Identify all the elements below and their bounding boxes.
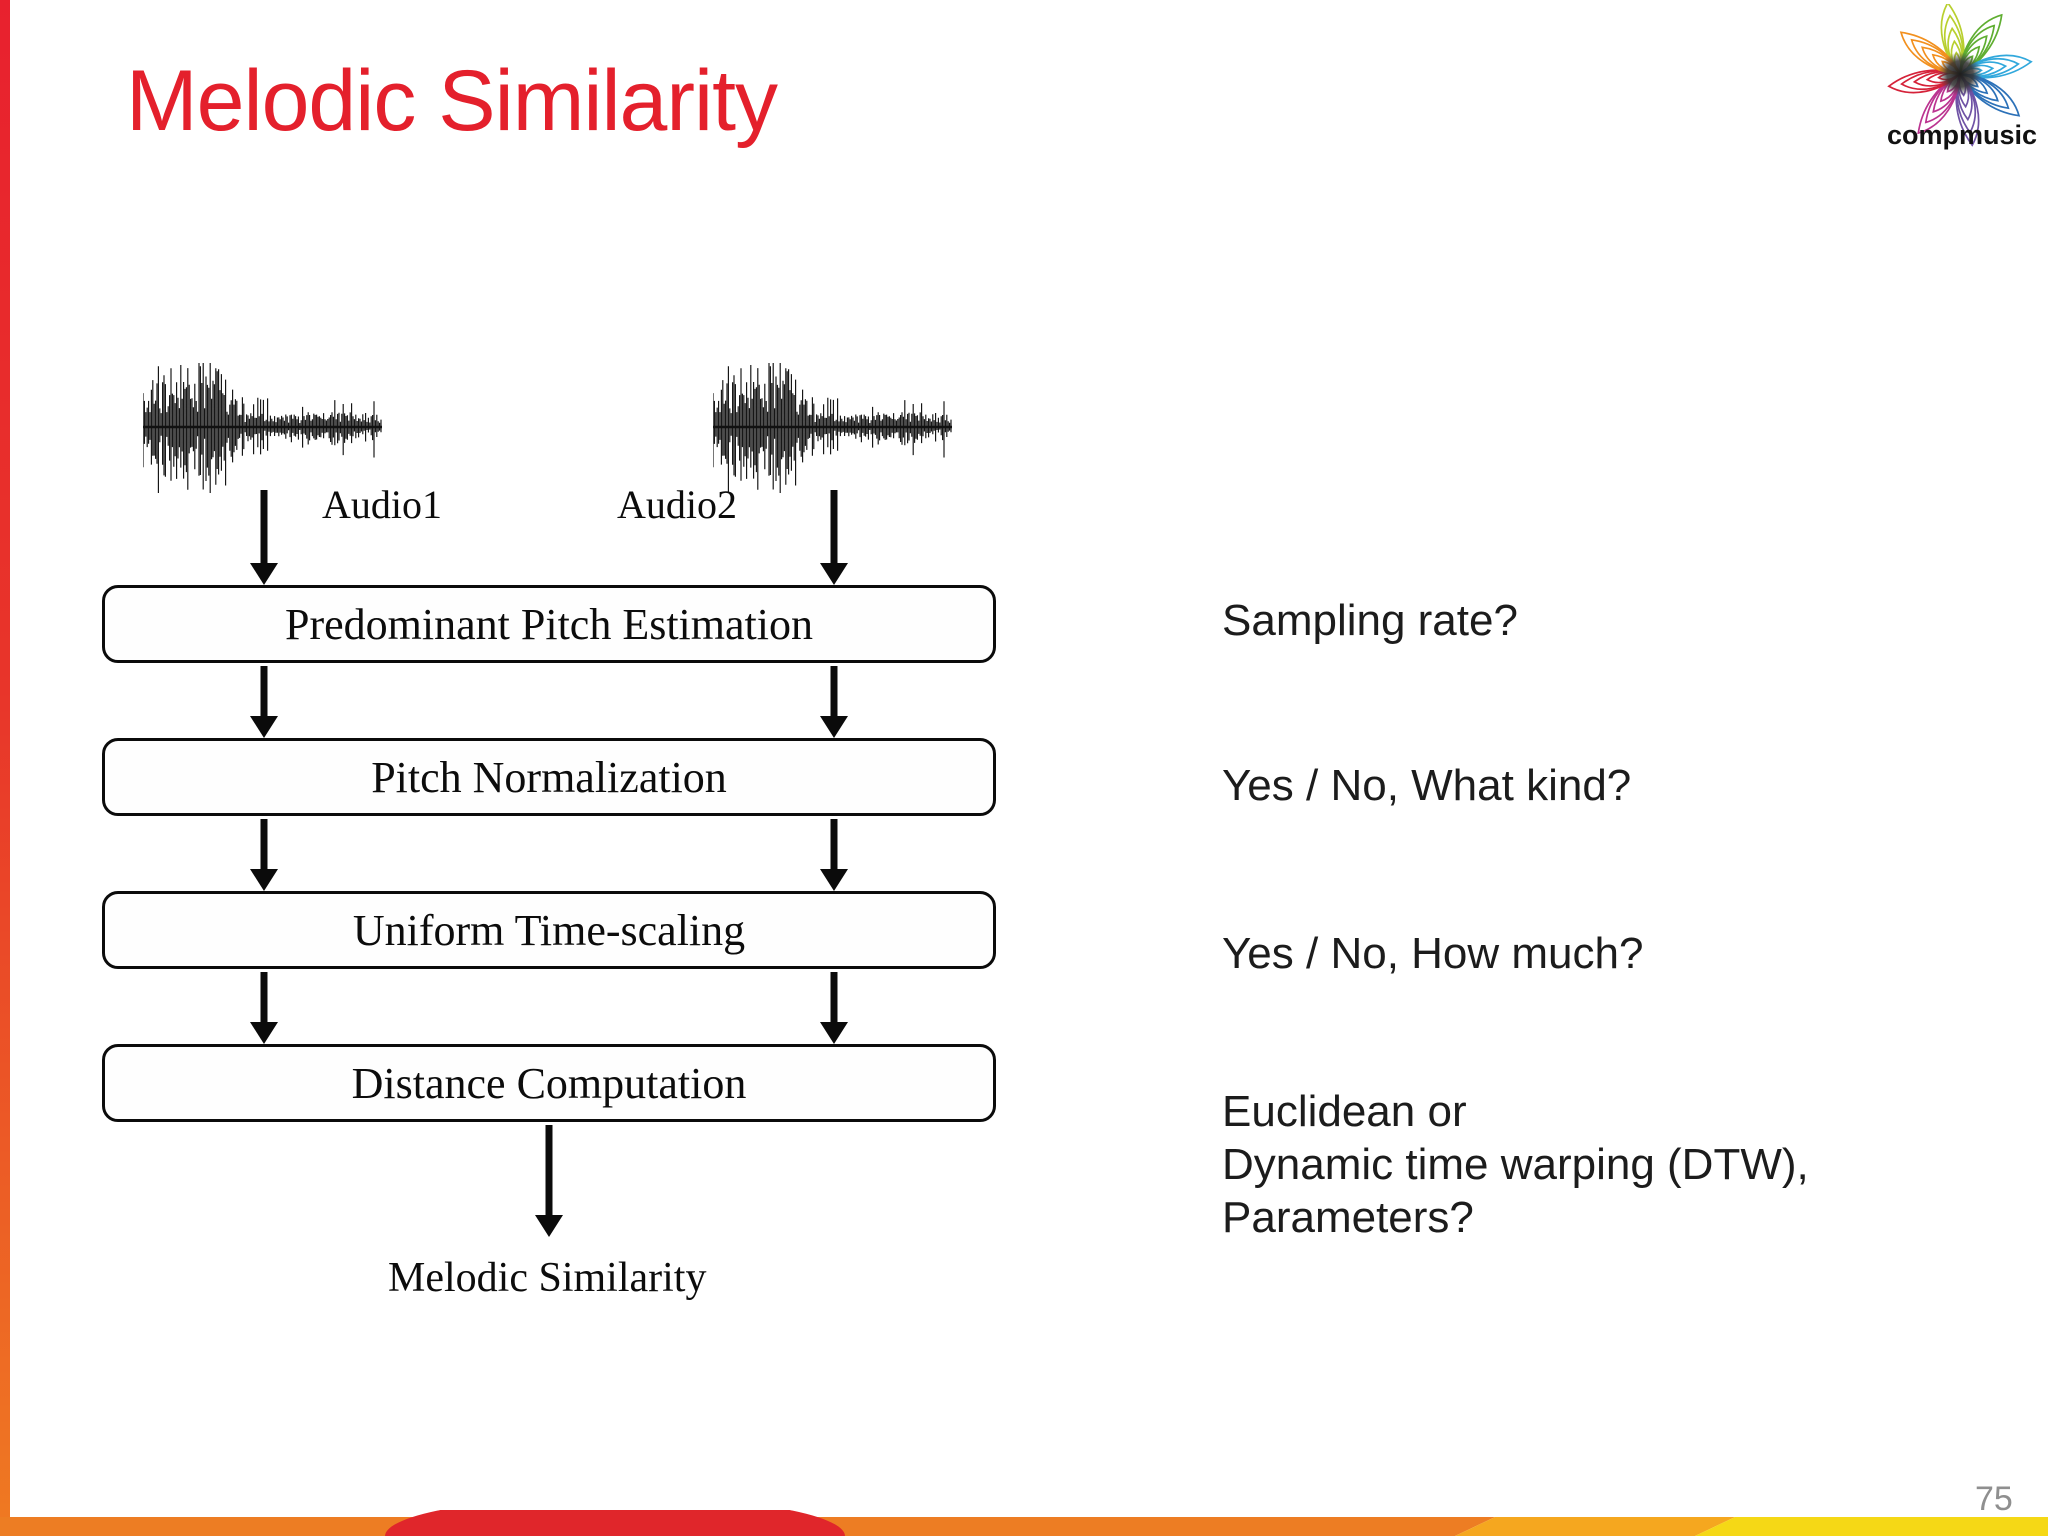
audio1-label: Audio1 bbox=[322, 482, 442, 527]
annotation-pitch-normalization: Yes / No, What kind? bbox=[1222, 761, 1632, 810]
page-number: 75 bbox=[1975, 1480, 2013, 1518]
arrow-left-to-pitch-normalization bbox=[250, 666, 278, 738]
bottom-bar-shapes bbox=[0, 1510, 2048, 1536]
annotation-sampling-rate: Sampling rate? bbox=[1222, 596, 1518, 645]
audio2-waveform bbox=[713, 363, 952, 493]
arrow-audio1-to-pitch-estimation bbox=[250, 490, 278, 585]
arrow-to-melodic-similarity bbox=[535, 1125, 563, 1237]
bottom-decoration-bar bbox=[0, 1510, 2048, 1536]
annotation-distance-line-1: Euclidean or bbox=[1222, 1087, 1467, 1136]
arrow-right-to-uniform-time-scaling bbox=[820, 819, 848, 891]
arrow-left-to-uniform-time-scaling bbox=[250, 819, 278, 891]
melodic-similarity-output-label: Melodic Similarity bbox=[388, 1255, 707, 1301]
annotation-time-scaling: Yes / No, How much? bbox=[1222, 929, 1644, 978]
audio1-waveform bbox=[143, 363, 382, 493]
compmusic-logo-icon bbox=[1887, 4, 2033, 147]
flow-box-pitch-normalization: Pitch Normalization bbox=[102, 738, 996, 816]
page-title: Melodic Similarity bbox=[126, 53, 778, 149]
arrow-right-to-distance-computation bbox=[820, 972, 848, 1044]
compmusic-logo-text: compmusic bbox=[1886, 120, 2038, 150]
annotation-distance-computation: Euclidean or Dynamic time warping (DTW),… bbox=[1222, 1085, 1809, 1244]
flow-box-distance-computation: Distance Computation bbox=[102, 1044, 996, 1122]
left-accent-strip bbox=[0, 0, 10, 1536]
arrow-right-to-pitch-normalization bbox=[820, 666, 848, 738]
arrow-left-to-distance-computation bbox=[250, 972, 278, 1044]
audio2-label: Audio2 bbox=[617, 482, 737, 527]
flow-box-uniform-time-scaling: Uniform Time-scaling bbox=[102, 891, 996, 969]
annotation-distance-line-3: Parameters? bbox=[1222, 1193, 1474, 1242]
annotation-distance-line-2: Dynamic time warping (DTW), bbox=[1222, 1140, 1809, 1189]
flow-box-predominant-pitch-estimation: Predominant Pitch Estimation bbox=[102, 585, 996, 663]
arrow-audio2-to-pitch-estimation bbox=[820, 490, 848, 585]
